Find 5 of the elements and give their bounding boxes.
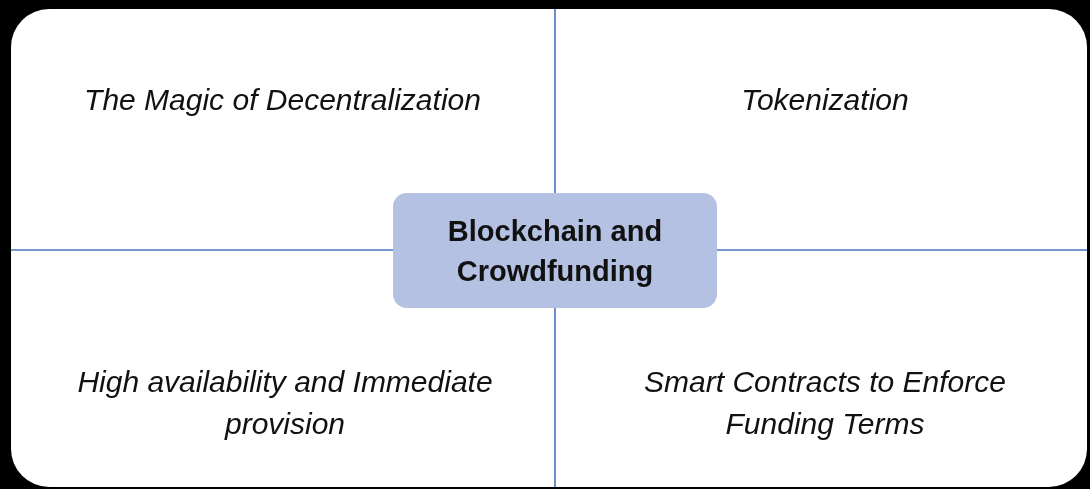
quadrant-text: The Magic of Decentralization <box>30 70 535 130</box>
quadrant-text: Smart Contracts to Enforce Funding Terms <box>605 358 1045 448</box>
quadrant-text: High availability and Immediate provision <box>25 358 545 448</box>
topic-box: Blockchain and Crowdfunding <box>393 193 717 308</box>
quadrant-text: Tokenization <box>575 70 1075 130</box>
